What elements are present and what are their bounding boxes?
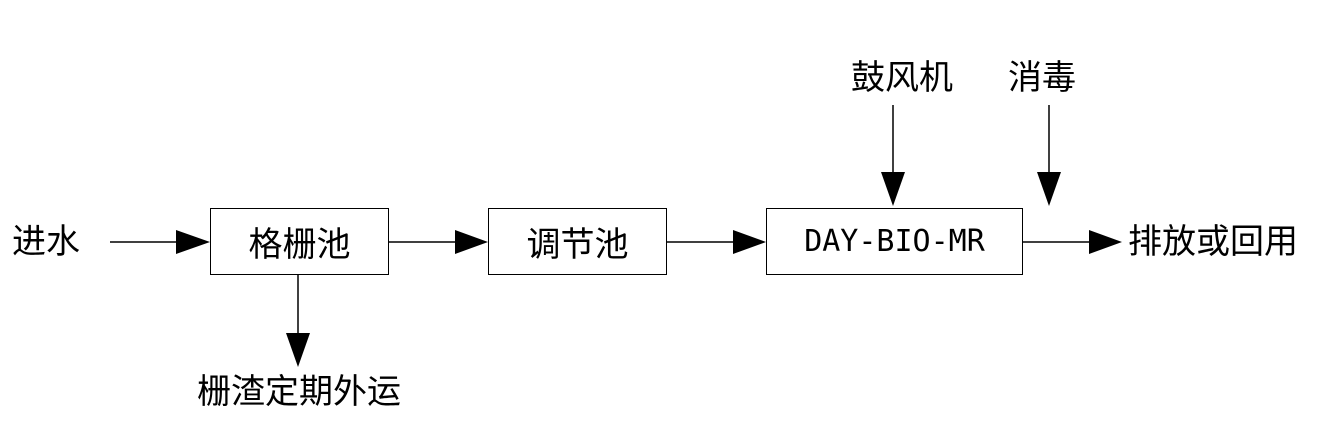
equalization-tank-box: 调节池 xyxy=(488,208,667,275)
arrowhead-disinfection xyxy=(1037,172,1061,206)
arrowhead-screen-equalization xyxy=(455,230,488,254)
arrowhead-outlet xyxy=(1089,230,1122,254)
arrowhead-waste xyxy=(286,333,310,367)
arrowhead-blower xyxy=(881,172,905,206)
disinfection-label: 消毒 xyxy=(1008,58,1076,98)
screen-waste-label: 栅渣定期外运 xyxy=(197,372,401,412)
arrowhead-equalization-reactor xyxy=(733,230,766,254)
equalization-tank-label: 调节池 xyxy=(526,225,629,265)
screen-tank-box: 格栅池 xyxy=(210,208,389,275)
screen-tank-label: 格栅池 xyxy=(248,225,351,265)
reactor-box: DAY-BIO-MR xyxy=(766,208,1023,275)
inlet-label: 进水 xyxy=(12,222,80,262)
arrowhead-inlet xyxy=(176,230,210,254)
outlet-label: 排放或回用 xyxy=(1128,222,1298,262)
reactor-label: DAY-BIO-MR xyxy=(804,224,985,259)
blower-label: 鼓风机 xyxy=(851,58,953,98)
